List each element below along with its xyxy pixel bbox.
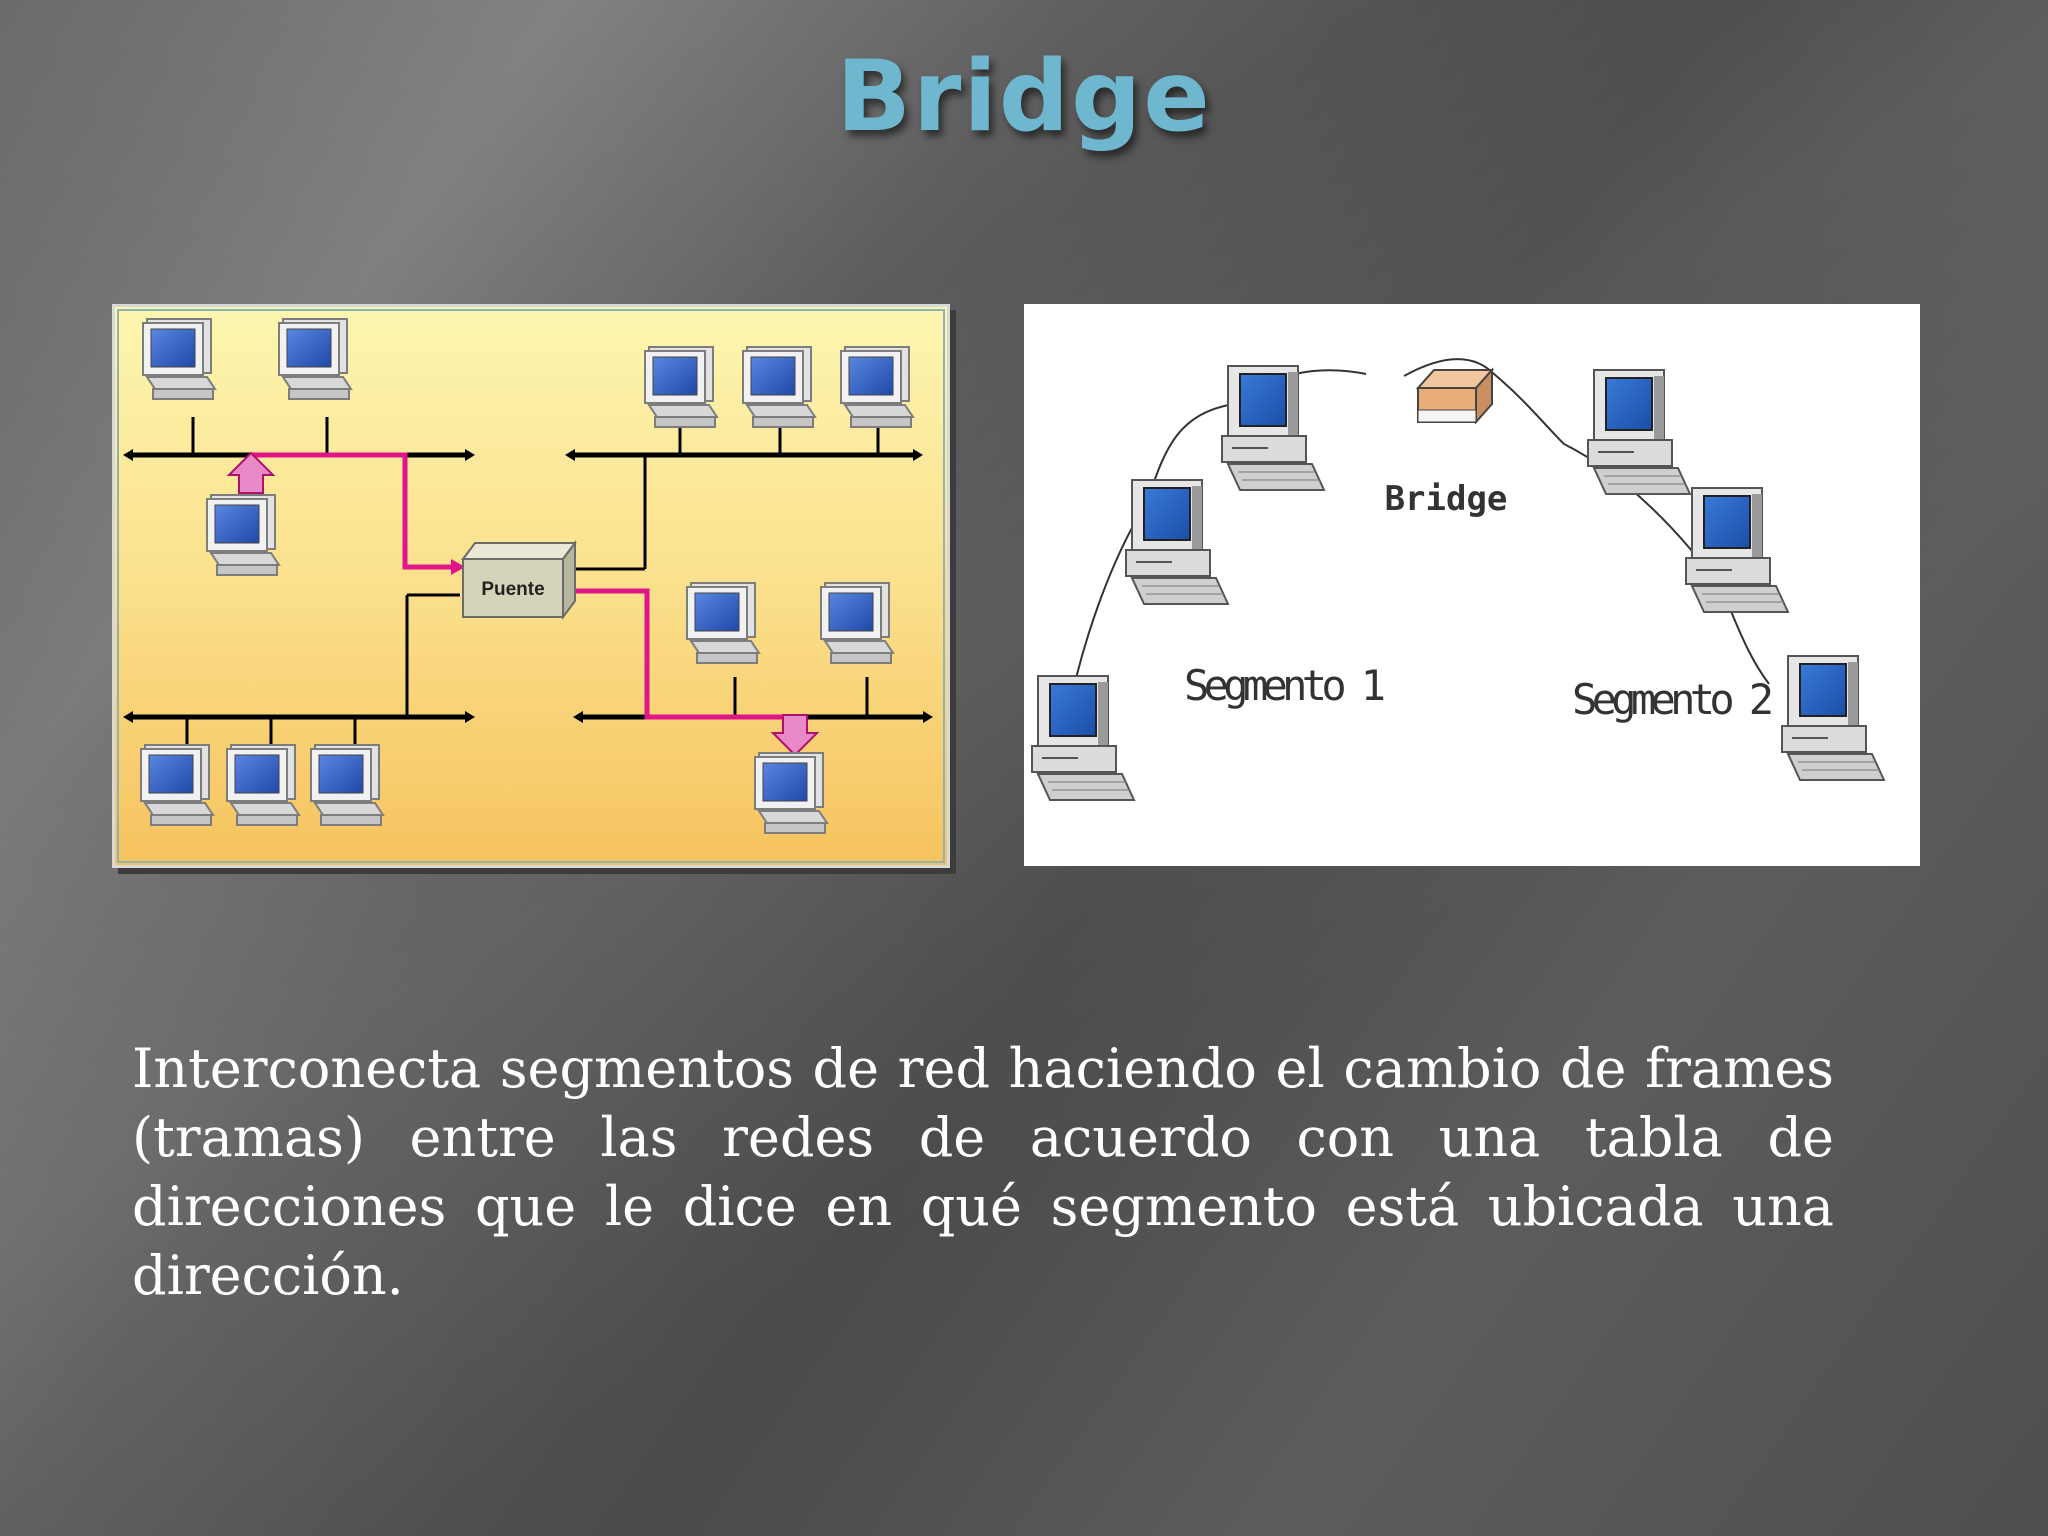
computer-icon xyxy=(840,346,914,428)
computer-icon xyxy=(820,582,894,664)
computer-icon xyxy=(742,346,816,428)
computer-icon xyxy=(310,744,384,826)
computer-icon xyxy=(226,744,300,826)
arrow-down-icon xyxy=(770,714,820,757)
segment-1-label: Segmento 1 xyxy=(1184,661,1386,710)
bridge-network-diagram: Puente xyxy=(112,304,950,868)
computer-icon xyxy=(754,752,828,834)
bridge-label: Bridge xyxy=(1385,479,1508,519)
bridge-segments-diagram: Bridge Segmento 1 Segmento 2 xyxy=(1024,304,1920,866)
computer-icon xyxy=(686,582,760,664)
bridge-device-icon: Bridge xyxy=(1385,367,1508,519)
computer-icon xyxy=(644,346,718,428)
computer-icon xyxy=(140,744,214,826)
computer-icon xyxy=(206,494,280,576)
arrow-up-icon xyxy=(226,451,276,494)
bridge-device-icon: Puente xyxy=(461,540,577,620)
slide-title: Bridge xyxy=(836,40,1212,154)
segment-2-label: Segmento 2 xyxy=(1572,675,1774,724)
computer-icon xyxy=(278,318,352,400)
bridge-label: Puente xyxy=(481,579,544,600)
slide-body-text: Interconecta segmentos de red haciendo e… xyxy=(132,1037,1834,1307)
computer-icon xyxy=(142,318,216,400)
